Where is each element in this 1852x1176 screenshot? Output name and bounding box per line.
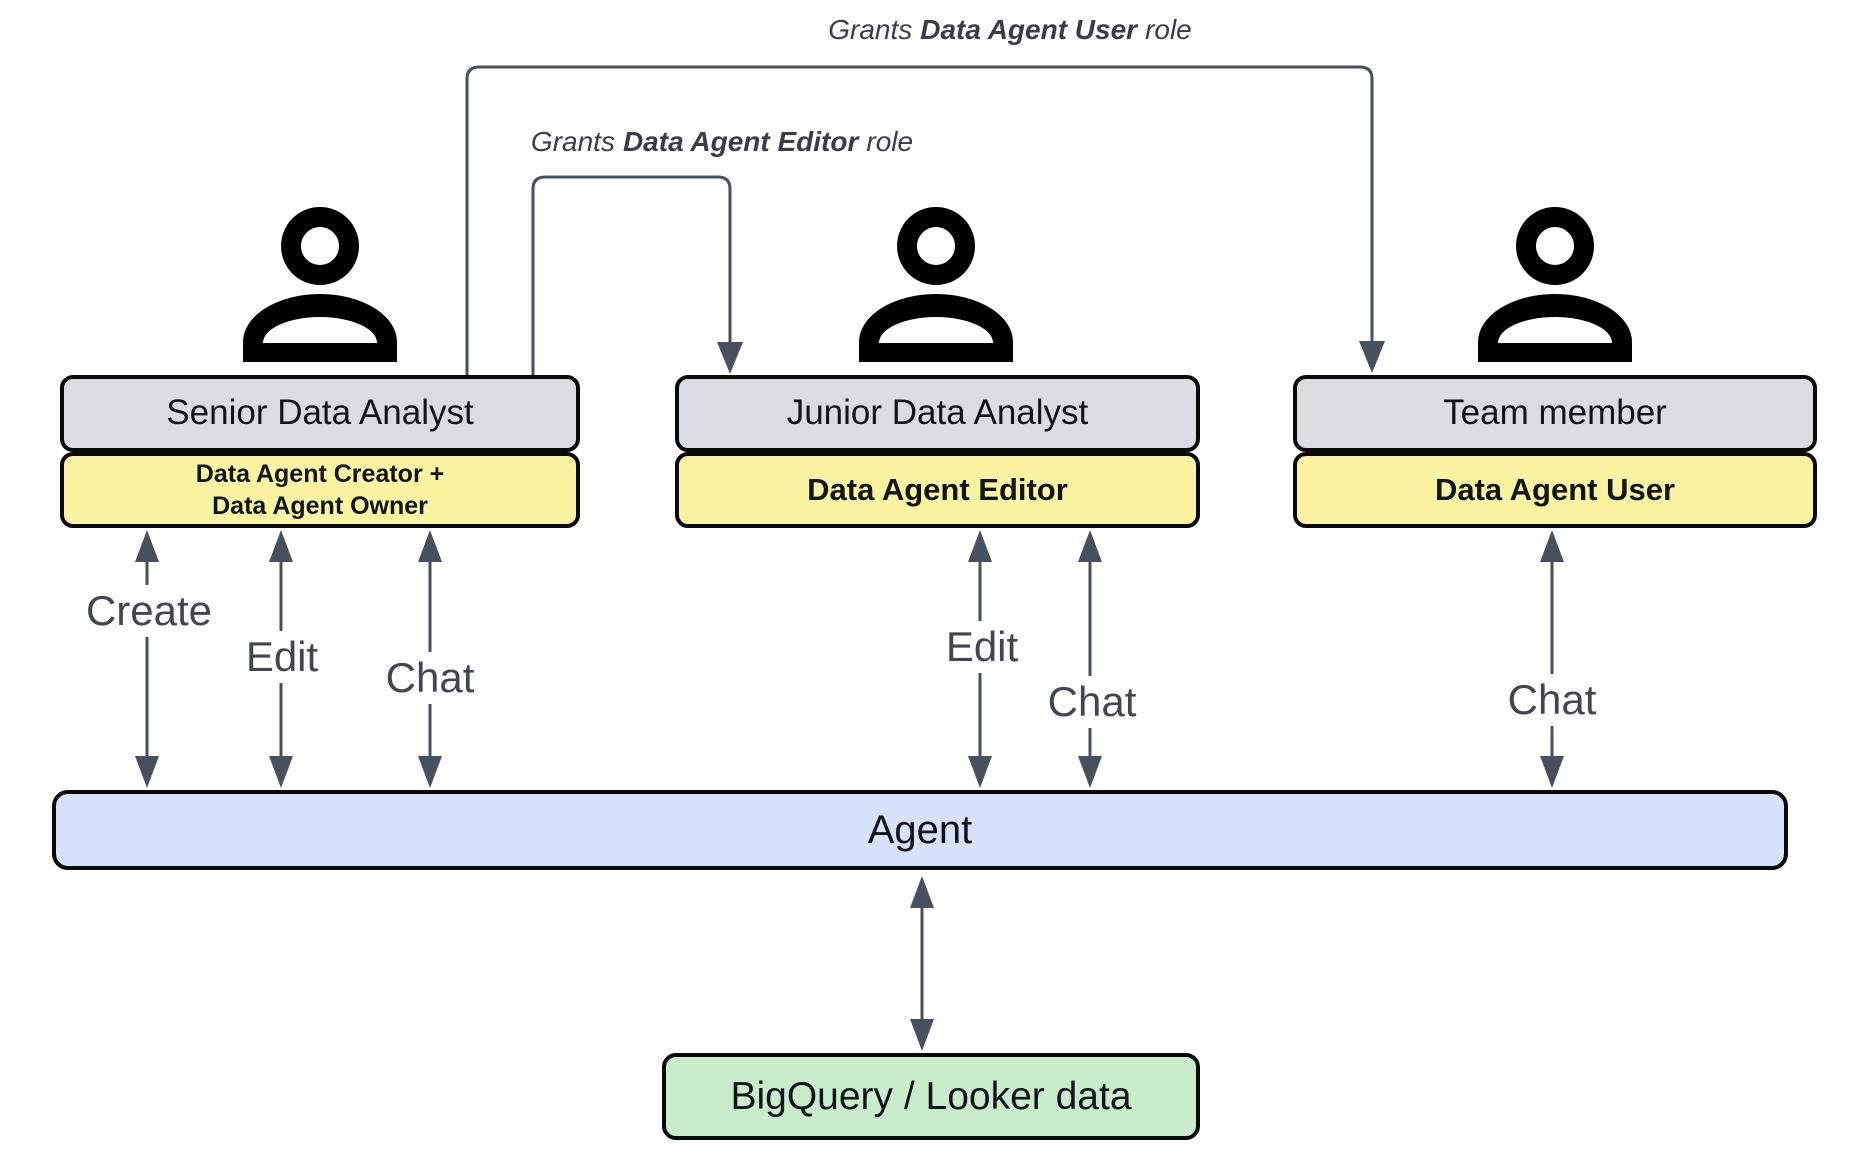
arrowhead	[135, 530, 159, 562]
role-badge-team: Data Agent User	[1293, 452, 1817, 528]
arrowhead	[717, 342, 743, 374]
arrowhead	[1078, 530, 1102, 562]
arrowhead	[1078, 756, 1102, 788]
granted-role-name: Data Agent Editor	[622, 126, 859, 157]
person-icon-senior	[243, 207, 397, 362]
create-action-label: Create	[75, 585, 223, 637]
actor-title-team: Team member	[1293, 375, 1817, 452]
chat-arrow-team	[1540, 530, 1564, 788]
edit-action-label-junior: Edit	[935, 621, 1029, 673]
person-icon-junior	[859, 207, 1013, 362]
grants-prefix: Grants	[530, 126, 615, 157]
agent-bar: Agent	[52, 790, 1788, 870]
arrowhead	[418, 756, 442, 788]
role-badge-senior: Data Agent Creator + Data Agent Owner	[60, 452, 580, 528]
role-badge-senior-line1: Data Agent Creator +	[195, 460, 445, 488]
arrowhead	[910, 1019, 934, 1051]
arrowhead	[968, 530, 992, 562]
chat-action-label-senior: Chat	[375, 652, 485, 704]
arrowhead	[135, 756, 159, 788]
granted-role-name: Data Agent User	[920, 14, 1138, 45]
create-arrow-senior	[135, 530, 159, 788]
role-badge-junior: Data Agent Editor	[675, 452, 1200, 528]
actor-title-senior: Senior Data Analyst	[60, 375, 580, 452]
arrowhead	[910, 876, 934, 908]
datasource-box: BigQuery / Looker data	[662, 1053, 1200, 1140]
person-icon-team	[1478, 207, 1632, 362]
actor-title-junior: Junior Data Analyst	[675, 375, 1200, 452]
arrowhead	[269, 530, 293, 562]
grants-suffix: role	[866, 126, 914, 157]
arrowhead	[1540, 530, 1564, 562]
grants-suffix: role	[1145, 14, 1192, 45]
edit-action-label-senior: Edit	[235, 631, 329, 683]
chat-action-label-team: Chat	[1497, 674, 1607, 726]
role-badge-senior-line2: Data Agent Owner	[212, 492, 428, 520]
arrowhead	[418, 530, 442, 562]
grants-editor-connector	[531, 175, 743, 375]
arrowhead	[1540, 756, 1564, 788]
arrowhead	[1359, 341, 1385, 373]
chat-arrow-junior	[1078, 530, 1102, 788]
arrowhead	[968, 756, 992, 788]
arrowhead	[269, 756, 293, 788]
grants-prefix: Grants	[828, 14, 913, 45]
chat-action-label-junior: Chat	[1037, 676, 1147, 728]
grants-user-connector	[465, 65, 1385, 375]
agent-datasource-arrow	[910, 876, 934, 1051]
